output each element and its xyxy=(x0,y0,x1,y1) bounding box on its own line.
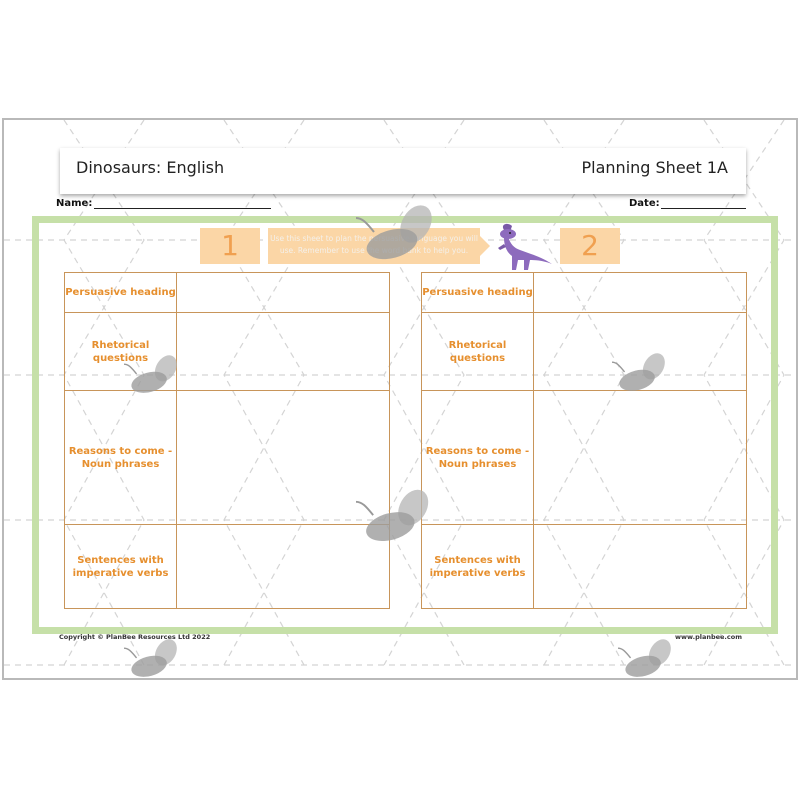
bee-icon xyxy=(618,639,671,677)
bee-icon xyxy=(356,205,432,260)
planning-table-1: Persuasive heading Rhetorical questions … xyxy=(64,272,390,609)
worksheet-page: Dinosaurs: English Planning Sheet 1A Nam… xyxy=(2,118,798,680)
answer-cell-reasons[interactable] xyxy=(176,390,390,525)
answer-cell-reasons[interactable] xyxy=(533,390,747,525)
row-label-questions: Rhetorical questions xyxy=(421,312,534,391)
answer-cell-sentences[interactable] xyxy=(176,524,390,609)
date-field[interactable] xyxy=(661,208,746,209)
bee-icon xyxy=(124,639,177,677)
copyright-text: Copyright © PlanBee Resources Ltd 2022 xyxy=(59,633,211,641)
row-label-reasons: Reasons to come - Noun phrases xyxy=(421,390,534,525)
planning-table-2: Persuasive heading Rhetorical questions … xyxy=(421,272,747,609)
bee-icon xyxy=(612,353,665,391)
answer-cell-sentences[interactable] xyxy=(533,524,747,609)
sheet-number: Planning Sheet 1A xyxy=(581,158,728,177)
date-label: Date: xyxy=(629,198,660,209)
website-link[interactable]: www.planbee.com xyxy=(675,633,742,641)
instruction-arrow xyxy=(480,236,490,256)
row-label-sentences: Sentences with imperative verbs xyxy=(421,524,534,609)
row-label-heading: Persuasive heading xyxy=(64,272,177,313)
answer-cell-questions[interactable] xyxy=(176,312,390,391)
step-2-badge: 2 xyxy=(560,228,620,264)
row-label-reasons: Reasons to come - Noun phrases xyxy=(64,390,177,525)
bee-icon xyxy=(356,489,429,541)
name-label: Name: xyxy=(56,198,93,209)
row-label-sentences: Sentences with imperative verbs xyxy=(64,524,177,609)
step-1-badge: 1 xyxy=(200,228,260,264)
title-bar: Dinosaurs: English Planning Sheet 1A xyxy=(60,148,746,194)
worksheet-title: Dinosaurs: English xyxy=(76,158,225,177)
dinosaur-icon xyxy=(498,223,552,270)
name-field[interactable] xyxy=(94,208,271,209)
answer-cell-heading[interactable] xyxy=(533,272,747,313)
answer-cell-heading[interactable] xyxy=(176,272,390,313)
bee-icon xyxy=(124,355,177,393)
row-label-heading: Persuasive heading xyxy=(421,272,534,313)
